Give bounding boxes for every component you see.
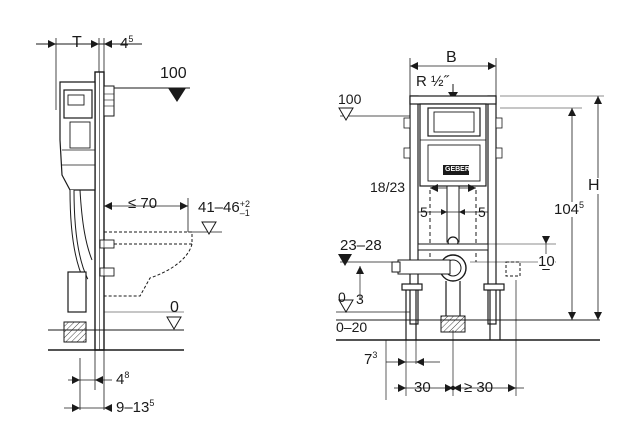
dim-bottom-1-sup: 8 (124, 370, 130, 380)
dim-bowl-distance: ≤ 70 (128, 195, 158, 212)
dim-floor-range: 0–20 (336, 319, 368, 335)
dim-total-sup: 5 (579, 200, 585, 210)
dim-drain-height: 23–28 (340, 237, 382, 254)
dim-bottom-2-label: 9–135 (116, 398, 155, 416)
dim-bottom-1-label: 48 (116, 370, 130, 388)
dim-drain-spacing: 18/23 (370, 179, 406, 195)
dim-top-offset-base: 4 (120, 35, 129, 52)
dim-height-label: H (588, 177, 600, 194)
dim-total-label: 1045 (554, 200, 585, 218)
dim-width-label: B (446, 49, 457, 66)
dim-bottom-2-sup: 5 (149, 398, 155, 408)
front-height-marker-100: 100 (338, 91, 362, 107)
dim-bowl-height-label: 41–46+2–1 (198, 200, 250, 218)
dim-top-offset-label: 45 (120, 34, 134, 52)
dim-bottom-1-base: 4 (116, 371, 125, 388)
dim-gap-right: 5 (478, 204, 486, 220)
front-floor-marker-0: 0 (338, 289, 346, 305)
dim-right-10: 10 (538, 253, 555, 270)
dim-gap-left: 5 (420, 204, 428, 220)
height-marker-100: 100 (160, 65, 187, 82)
inlet-label: R ½˝ (416, 73, 449, 90)
dim-foot-base: 7 (364, 351, 373, 368)
dim-ge30-label: ≥ 30 (464, 379, 494, 396)
dim-foot-label: 73 (364, 350, 378, 368)
side-view (36, 38, 222, 412)
dim-bowl-height-tol-plus: +2 (239, 199, 250, 209)
dim-30-label: 30 (414, 379, 431, 396)
dim-bowl-height-base: 41–46 (198, 199, 240, 216)
front-view (336, 58, 604, 400)
dim-3-label: 3 (356, 291, 364, 307)
dim-bottom-2-base: 9–13 (116, 399, 150, 416)
brand-logo: GEBERIT (445, 166, 477, 173)
dim-bowl-height-tol-minus: –1 (239, 208, 250, 218)
dim-total-base: 104 (554, 201, 580, 218)
dim-foot-sup: 3 (372, 350, 378, 360)
dim-top-offset-sup: 5 (128, 34, 134, 44)
dim-depth-label: T (72, 34, 82, 51)
floor-marker-0: 0 (170, 299, 179, 316)
